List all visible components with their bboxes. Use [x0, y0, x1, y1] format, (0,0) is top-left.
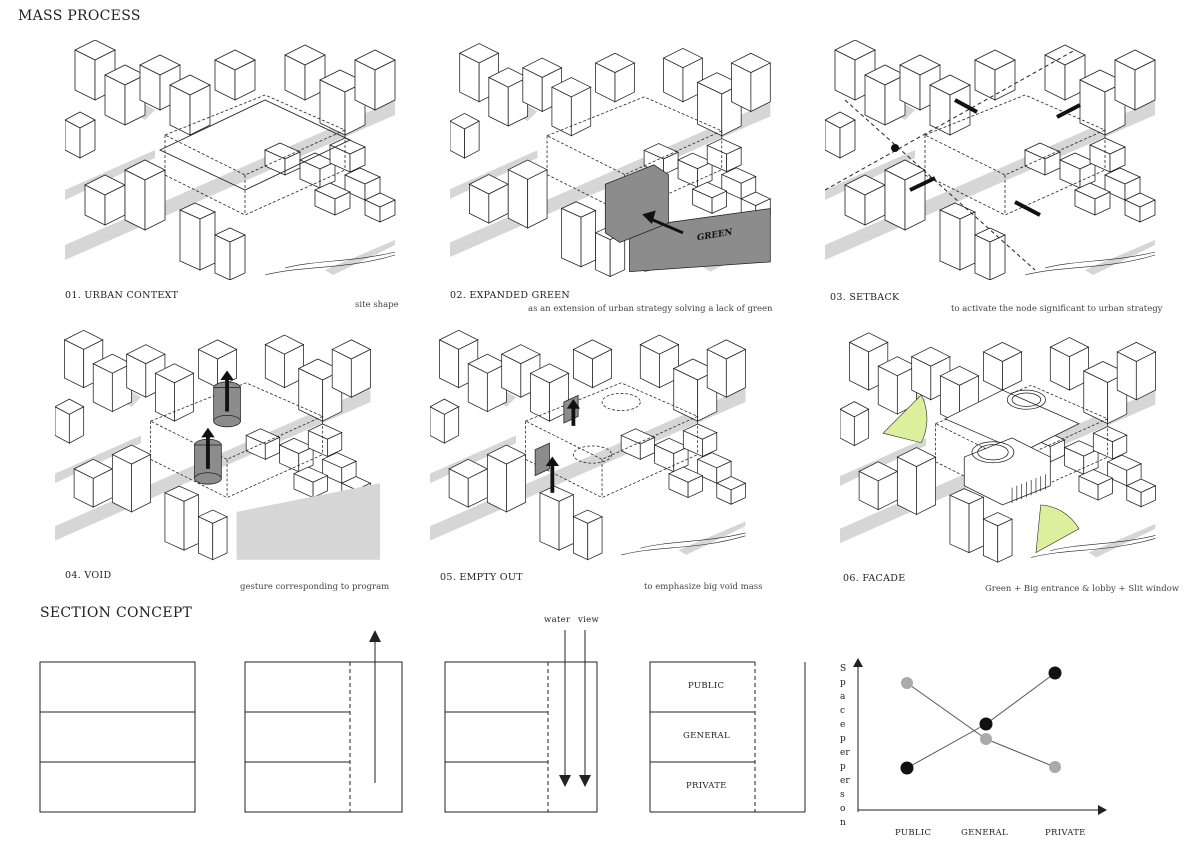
- step-1-caption: site shape: [355, 300, 399, 310]
- step-6-caption: Green + Big entrance & lobby + Slit wind…: [985, 584, 1180, 594]
- step-6-label: 06. FACADE: [843, 573, 906, 584]
- zone-public-label: PUBLIC: [688, 681, 725, 691]
- graph-x-label-general: GENERAL: [961, 828, 1008, 838]
- zone-private-label: PRIVATE: [686, 781, 727, 791]
- expanded-green-drawing: GREEN: [450, 43, 780, 277]
- step-5-label: 05. EMPTY OUT: [440, 572, 523, 583]
- mass-process-title: MASS PROCESS: [18, 8, 141, 24]
- section-concept-title: SECTION CONCEPT: [40, 605, 193, 621]
- step-2-caption: as an extension of urban strategy solvin…: [528, 304, 773, 314]
- zone-general-label: GENERAL: [683, 731, 730, 741]
- step-3-label: 03. SETBACK: [830, 292, 900, 303]
- empty-out-drawing: [430, 329, 755, 561]
- urban-context-drawing: [65, 40, 405, 280]
- facade-drawing: [840, 332, 1165, 563]
- graph-y-label: Space per person: [840, 664, 850, 828]
- step-2-label: 02. EXPANDED GREEN: [450, 290, 571, 301]
- water-label: water: [544, 615, 571, 625]
- step-4-caption: gesture corresponding to program: [240, 582, 390, 592]
- graph-x-label-private: PRIVATE: [1045, 828, 1086, 838]
- step-4-label: 04. VOID: [65, 570, 112, 581]
- view-label: view: [578, 615, 600, 625]
- void-drawing: [55, 329, 380, 561]
- setback-drawing: [825, 40, 1165, 280]
- step-3-caption: to activate the node significant to urba…: [951, 304, 1163, 314]
- step-1-label: 01. URBAN CONTEXT: [65, 290, 179, 301]
- graph-x-label-public: PUBLIC: [895, 828, 932, 838]
- step-5-caption: to emphasize big void mass: [644, 582, 763, 592]
- section-concept-diagrams: [39, 630, 1107, 815]
